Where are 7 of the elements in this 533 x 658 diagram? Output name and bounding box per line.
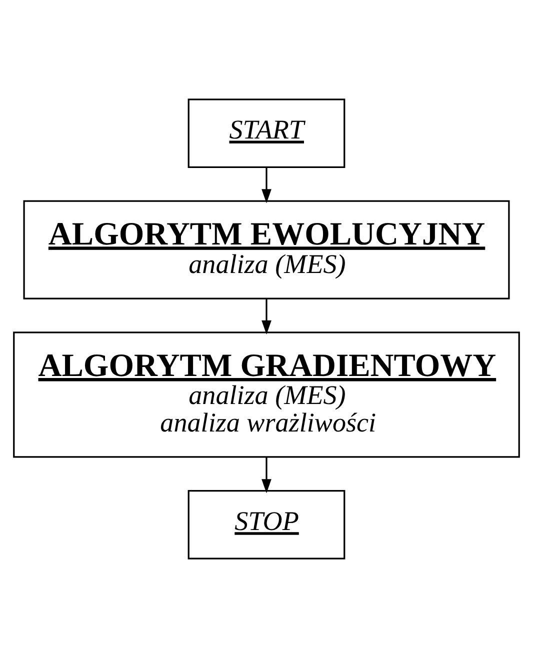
arrow [262,168,272,204]
arrow [262,298,272,335]
arrow [262,457,272,494]
node-box: STOP [188,490,346,560]
node-box: START [188,98,346,168]
node-box: ALGORYTM GRADIENTOWY analiza (MES) analiza wrażliwości [13,332,520,458]
node-box: ALGORYTM EWOLUCYJNY analiza (MES) [23,200,510,300]
